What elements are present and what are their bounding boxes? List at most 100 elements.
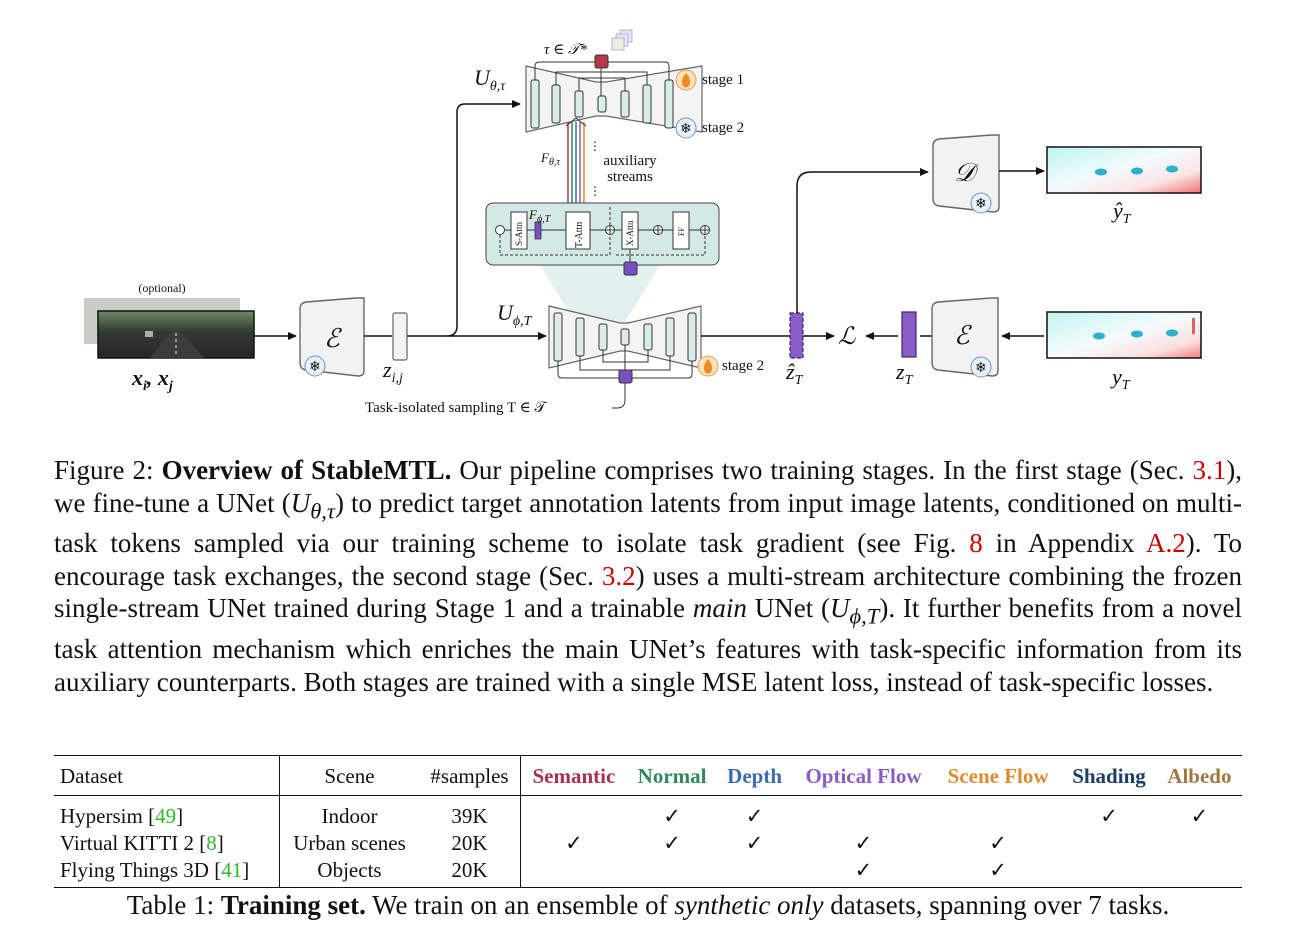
- z-hat-label: ẑT: [785, 359, 804, 388]
- scene-cell: Indoor: [321, 804, 378, 828]
- svg-text:⋮: ⋮: [589, 184, 601, 198]
- citation-link[interactable]: 41: [221, 858, 243, 882]
- scene-cell: Urban scenes: [293, 831, 406, 855]
- col-task: Optical Flow: [791, 755, 936, 796]
- pipeline-figure: τ ∈ 𝒯* Uθ,τ stage 1 ❄ stage 2 ⋮ ⋮ Fθ,τ a…: [84, 29, 1202, 416]
- auxiliary-streams: ⋮ ⋮ Fθ,τ auxiliary streams: [540, 117, 657, 212]
- dataset-name: Hypersim [49]: [54, 795, 280, 830]
- col-task: Normal: [626, 755, 718, 796]
- check-cell: [520, 857, 627, 888]
- snowflake-icon: [675, 117, 697, 139]
- check-cell: ✓: [565, 831, 583, 855]
- main-unet: Uϕ,T stage 2 Task-isolated sampling T ∈ …: [365, 300, 764, 416]
- svg-text:❄: ❄: [975, 361, 987, 376]
- caption-title: Overview of StableMTL.: [161, 455, 452, 485]
- col-scene: Scene: [279, 755, 420, 796]
- latent-z-hat: ẑT: [785, 168, 929, 388]
- fig-ref-link[interactable]: 8: [969, 528, 983, 559]
- optional-label: (optional): [138, 281, 185, 295]
- f-theta-label: Fθ,τ: [540, 150, 560, 168]
- z-ij-label: zi,j: [382, 357, 403, 386]
- check-cell: [626, 857, 718, 888]
- check-cell: [1061, 857, 1157, 888]
- stage2-top-label: stage 2: [702, 120, 744, 136]
- snowflake-icon: [970, 356, 992, 378]
- check-cell: ✓: [663, 831, 681, 855]
- ground-truth-image: yT: [1046, 311, 1202, 393]
- col-task: Depth: [717, 755, 792, 796]
- check-cell: [1156, 857, 1242, 888]
- check-cell: ✓: [935, 857, 1062, 888]
- tau-set-label: τ ∈ 𝒯*: [544, 42, 587, 58]
- encoder-out-label: ℰ: [954, 321, 972, 350]
- check-cell: ✓: [1100, 804, 1118, 828]
- target-encoder: ℰ ❄: [931, 297, 1044, 378]
- dataset-name: Flying Things 3D [41]: [54, 857, 280, 888]
- col-task: Shading: [1061, 755, 1157, 796]
- check-cell: ✓: [989, 831, 1007, 855]
- latent-z-t: zT: [895, 311, 932, 388]
- appendix-ref-link[interactable]: A.2: [1145, 528, 1186, 559]
- z-t-label: zT: [895, 359, 914, 388]
- decoder: 𝒟 ❄: [932, 134, 1045, 214]
- col-task: Semantic: [520, 755, 627, 796]
- citation-link[interactable]: 8: [206, 831, 217, 855]
- samples-cell: 39K: [419, 795, 521, 830]
- stage1-label: stage 1: [702, 72, 744, 88]
- col-dataset: Dataset: [54, 755, 280, 796]
- check-cell: ✓: [663, 804, 681, 828]
- check-cell: [792, 796, 935, 831]
- check-cell: [717, 857, 792, 888]
- table-header-row: Dataset Scene #samples Semantic Normal D…: [54, 755, 1242, 796]
- table-row: Virtual KITTI 2 [8] Urban scenes 20K ✓ ✓…: [54, 830, 1242, 857]
- auxiliary-label: auxiliary: [603, 153, 657, 169]
- latent-z-ij: zi,j: [382, 100, 547, 386]
- col-samples: #samples: [419, 755, 521, 796]
- snowflake-icon: [970, 192, 992, 214]
- check-cell: ✓: [745, 804, 764, 828]
- s-attn-label: S-Attn: [514, 221, 524, 246]
- figure-caption: Figure 2: Overview of StableMTL. Our pip…: [54, 455, 1242, 697]
- encoder-in-label: ℰ: [324, 324, 342, 353]
- svg-text:❄: ❄: [309, 360, 321, 375]
- check-cell: ✓: [745, 831, 764, 855]
- col-task: Scene Flow: [935, 755, 1062, 796]
- table-caption: Table 1: Training set. We train on an en…: [126, 890, 1170, 920]
- svg-text:❄: ❄: [975, 197, 987, 212]
- table-row: Hypersim [49] Indoor 39K ✓ ✓ ✓ ✓: [54, 795, 1242, 831]
- input-encoder: ℰ ❄: [299, 297, 392, 377]
- samples-cell: 20K: [419, 830, 521, 857]
- scene-cell: Objects: [279, 857, 420, 888]
- streams-label: streams: [607, 169, 653, 185]
- top-unet: τ ∈ 𝒯* Uθ,τ stage 1 ❄ stage 2: [474, 29, 744, 139]
- f-phi-label: Fϕ,T: [528, 207, 552, 225]
- u-phi-label: Uϕ,T: [497, 300, 533, 329]
- check-cell: [1157, 830, 1242, 857]
- loss-label: ℒ: [838, 324, 856, 350]
- input-images: (optional) xi, xj: [84, 281, 297, 394]
- dataset-name: Virtual KITTI 2 [8]: [54, 830, 280, 857]
- svg-text:❄: ❄: [680, 122, 692, 137]
- snowflake-icon: [304, 355, 326, 377]
- ff-label: FF: [677, 227, 686, 236]
- caption-label: Figure 2:: [54, 455, 154, 485]
- training-set-table: Dataset Scene #samples Semantic Normal D…: [54, 755, 1242, 921]
- task-sampling-label: Task-isolated sampling T ∈ 𝒯: [365, 400, 548, 416]
- sec-ref-link[interactable]: 3.1: [1192, 455, 1227, 485]
- y-t-label: yT: [1110, 364, 1131, 393]
- check-cell: ✓: [791, 857, 936, 888]
- check-cell: [935, 796, 1061, 831]
- check-cell: [1061, 830, 1157, 857]
- svg-text:⋮: ⋮: [589, 139, 601, 153]
- sec-ref-link[interactable]: 3.2: [601, 560, 636, 591]
- stage2-bottom-label: stage 2: [722, 358, 764, 374]
- x-attn-label: X-Attn: [625, 220, 635, 246]
- y-hat-label: ŷT: [1111, 198, 1132, 227]
- citation-link[interactable]: 49: [155, 804, 177, 828]
- u-theta-label: Uθ,τ: [474, 65, 506, 94]
- prediction-image: ŷT: [1046, 146, 1202, 227]
- task-attention-block: S-Attn Fϕ,T T-Attn X-Attn FF: [485, 202, 720, 276]
- check-cell: ✓: [854, 831, 873, 855]
- check-cell: [520, 796, 627, 831]
- t-attn-label: T-Attn: [574, 222, 585, 248]
